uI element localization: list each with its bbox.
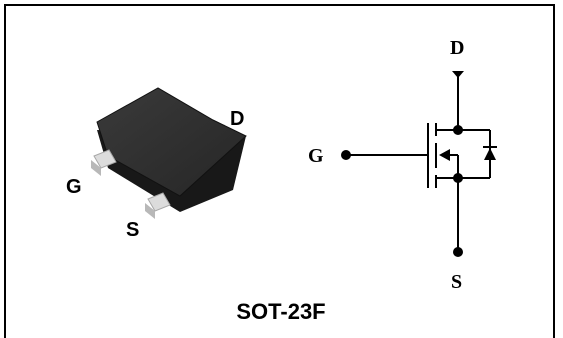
gate-lead (93, 149, 117, 169)
gate-terminal-dot (341, 150, 351, 160)
gate-lead-side (91, 160, 101, 176)
mosfet-schematic (341, 71, 497, 257)
package-pin-label-drain: D (230, 108, 244, 130)
source-lead (147, 192, 171, 212)
package-pin-label-source: S (126, 219, 139, 241)
schematic-label-gate: G (308, 145, 324, 167)
body-arrow-head (439, 149, 450, 161)
schematic-label-drain: D (450, 37, 464, 59)
diode-triangle (484, 148, 496, 160)
figure-frame (4, 4, 555, 338)
source-lead-side (145, 203, 155, 219)
schematic-label-source: S (451, 271, 462, 293)
source-terminal-dot (453, 247, 463, 257)
package-name: SOT-23F (236, 299, 325, 324)
drain-terminal-marker (452, 71, 464, 78)
package-pin-label-gate: G (66, 176, 82, 198)
package-illustration: D G S (66, 87, 247, 241)
